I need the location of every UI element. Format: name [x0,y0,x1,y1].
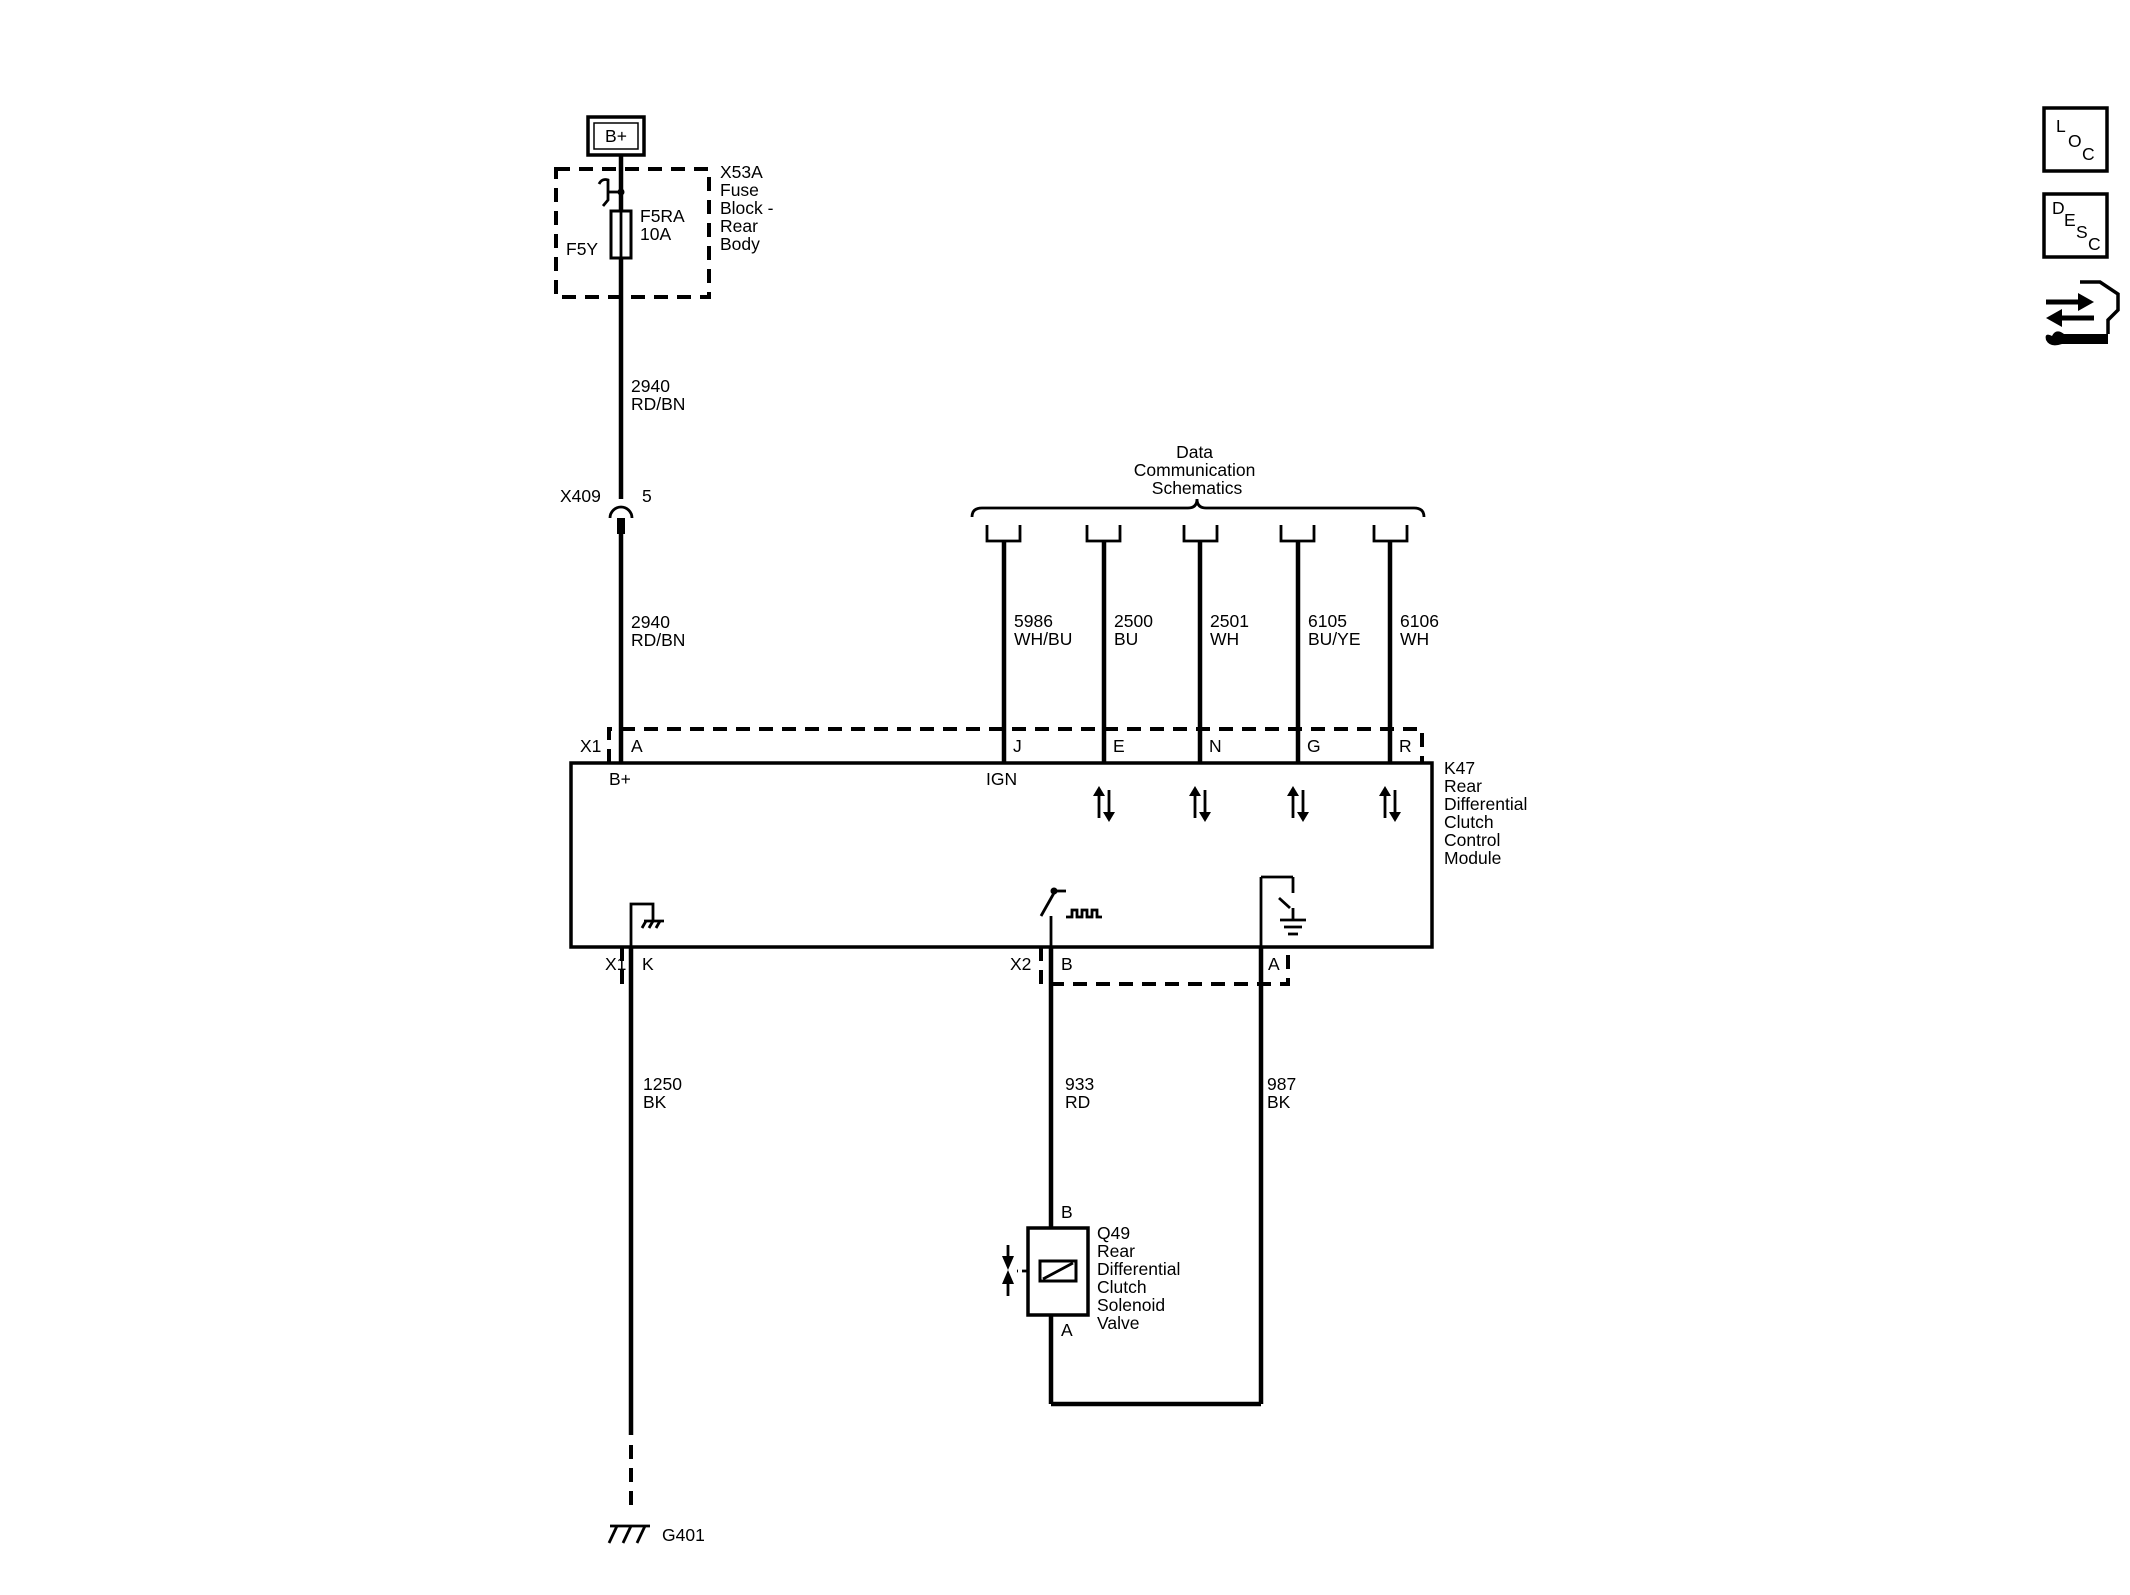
pin-a2: A [1268,954,1280,974]
svg-text:RD: RD [1065,1092,1090,1112]
svg-text:RD/BN: RD/BN [631,630,685,650]
svg-text:6105: 6105 [1308,611,1347,631]
top-wire-r: 6106 WH R [1372,525,1439,763]
wire-2940-upper: 2940 RD/BN [618,297,685,499]
svg-text:WH/BU: WH/BU [1014,629,1072,649]
svg-text:O: O [2068,131,2082,151]
fuse-id: F5RA [640,206,685,226]
svg-text:2940: 2940 [631,376,670,396]
data-arrows-icon [1093,786,1401,822]
svg-text:2501: 2501 [1210,611,1249,631]
wire-1250: 1250 BK [628,947,682,1512]
svg-text:2940: 2940 [631,612,670,632]
svg-text:S: S [2076,222,2088,242]
connector-name: X409 [560,486,601,506]
inline-connector-x409: X409 5 [560,486,652,534]
svg-text:RD/BN: RD/BN [631,394,685,414]
top-wire-n: 2501 WH N [1182,525,1249,763]
svg-text:5986: 5986 [1014,611,1053,631]
pin-a: A [631,736,643,756]
pin-label: J [1013,736,1022,756]
solenoid-name: Q49 Rear Differential Clutch Solenoid Va… [1097,1223,1185,1333]
svg-text:L: L [2056,116,2066,136]
ground-name: G401 [662,1525,705,1545]
description-view-icon[interactable]: D E S C [2042,192,2109,259]
module-k47: X1 A B+ IGN [569,727,1532,986]
connector-pin: 5 [642,486,652,506]
low-side-driver-icon [1259,875,1306,947]
data-communication-title[interactable]: Data Communication Schematics [1134,442,1260,498]
location-view-icon[interactable]: L O C [2042,106,2109,173]
svg-text:C: C [2082,144,2095,164]
pin-j-function: IGN [986,769,1017,789]
svg-text:2500: 2500 [1114,611,1153,631]
wire-2940-lower: 2940 RD/BN [618,534,685,763]
data-communication-link[interactable]: Data Communication Schematics [970,442,1426,518]
pin-b: B [1061,954,1073,974]
wire-987: 987 BK [1051,947,1296,1407]
svg-text:933: 933 [1065,1074,1094,1094]
fuse-rating: 10A [640,224,671,244]
svg-text:1250: 1250 [643,1074,682,1094]
fuse-feed-icon [597,178,610,207]
battery-power-source: B+ [586,115,646,157]
solenoid-q49: B A Q49 Rear Differential Clutch Solenoi… [1002,1202,1185,1404]
module-name: K47 Rear Differential Clutch Control Mod… [1444,758,1532,868]
svg-text:WH: WH [1210,629,1239,649]
pin-label: N [1209,736,1222,756]
fuse-block-name: X53A Fuse Block - Rear Body [720,162,778,254]
pwm-driver-switch-icon [1039,887,1102,947]
svg-text:BK: BK [1267,1092,1291,1112]
svg-text:E: E [2064,210,2076,230]
svg-text:WH: WH [1400,629,1429,649]
connector-x1-top: X1 [580,736,601,756]
ground-g401: G401 [607,1524,705,1545]
pin-label: G [1307,736,1321,756]
fuse-feed-label: F5Y [566,239,598,259]
svg-text:BU/YE: BU/YE [1308,629,1361,649]
svg-text:C: C [2088,234,2101,254]
svg-text:D: D [2052,198,2065,218]
chassis-ground-icon [629,902,664,947]
svg-text:BU: BU [1114,629,1138,649]
svg-text:6106: 6106 [1400,611,1439,631]
power-label: B+ [605,126,627,146]
svg-text:987: 987 [1267,1074,1296,1094]
top-wire-j: 5986 WH/BU J [985,525,1072,763]
fuse-block-x53a: F5RA 10A F5Y X53A Fuse Block - Rear Body [554,155,778,299]
pin-label: R [1399,736,1412,756]
solenoid-pin-b: B [1061,1202,1073,1222]
top-wire-e: 2500 BU E [1085,525,1153,763]
pin-k: K [642,954,654,974]
pin-label: E [1113,736,1125,756]
connector-x2: X2 [1010,954,1031,974]
svg-text:BK: BK [643,1092,667,1112]
top-wire-g: 6105 BU/YE G [1279,525,1361,763]
connector-repair-icon[interactable] [2045,280,2120,346]
valve-icon [1002,1245,1014,1296]
pin-a-function: B+ [609,769,631,789]
wire-933: 933 RD [1048,947,1094,1228]
solenoid-pin-a: A [1061,1320,1073,1340]
